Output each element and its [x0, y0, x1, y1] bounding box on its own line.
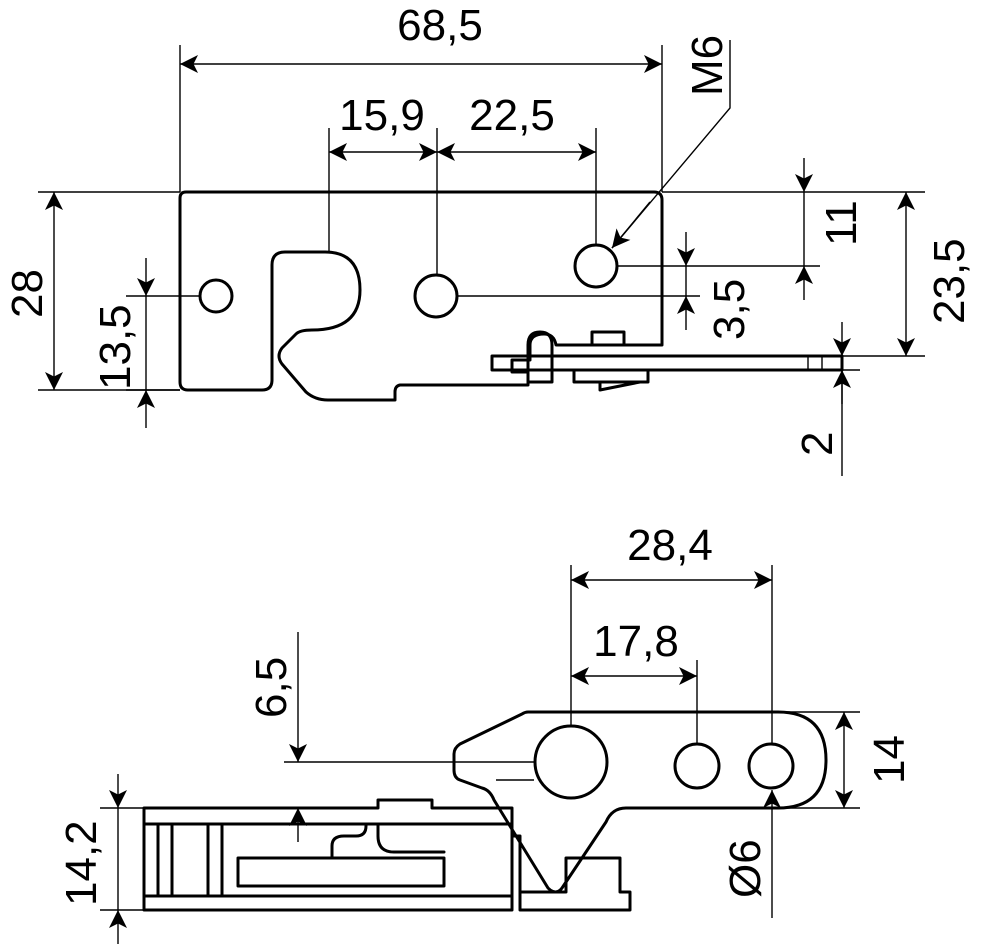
label-2: 2	[793, 432, 842, 456]
base-right-part	[510, 834, 632, 912]
top-plate-outline	[178, 190, 664, 402]
base-inner-block	[236, 856, 446, 888]
hinge-spring	[598, 380, 642, 392]
pivot-hole	[533, 724, 609, 800]
label-68-5: 68,5	[397, 1, 483, 50]
mount-hole-left	[198, 278, 234, 314]
label-3-5: 3,5	[705, 279, 754, 340]
label-17-8: 17,8	[593, 617, 679, 666]
lever-hole-middle	[673, 742, 721, 790]
lever-arm-outline	[452, 710, 828, 894]
label-14-2: 14,2	[57, 820, 106, 906]
m6-leader	[611, 40, 731, 249]
label-14: 14	[865, 735, 914, 784]
side-view: 28,4 17,8 6,5 14,2 14 Ø6	[57, 521, 914, 944]
label-11: 11	[817, 200, 866, 246]
label-diameter-6: Ø6	[721, 839, 770, 898]
label-22-5: 22,5	[469, 91, 555, 140]
label-13-5: 13,5	[91, 304, 140, 390]
label-28: 28	[3, 269, 52, 318]
top-view: 68,5 15,9 22,5 M6 28 13,5 11 3,5 23,5 2	[3, 1, 974, 476]
label-15-9: 15,9	[339, 91, 425, 140]
mount-hole-middle	[413, 273, 459, 319]
label-23-5: 23,5	[925, 238, 974, 324]
base-slot	[330, 822, 446, 860]
label-6-5: 6,5	[247, 657, 296, 718]
threaded-hole-m6	[573, 243, 619, 289]
hinge-knuckle	[526, 330, 554, 384]
lever-hole-end	[747, 742, 795, 790]
label-m6: M6	[683, 35, 732, 96]
hinge-tab	[590, 330, 626, 347]
base-body-outline	[142, 798, 514, 912]
hinge-block	[572, 368, 650, 384]
hinge-plate	[490, 354, 844, 372]
label-28-4: 28,4	[627, 521, 713, 570]
